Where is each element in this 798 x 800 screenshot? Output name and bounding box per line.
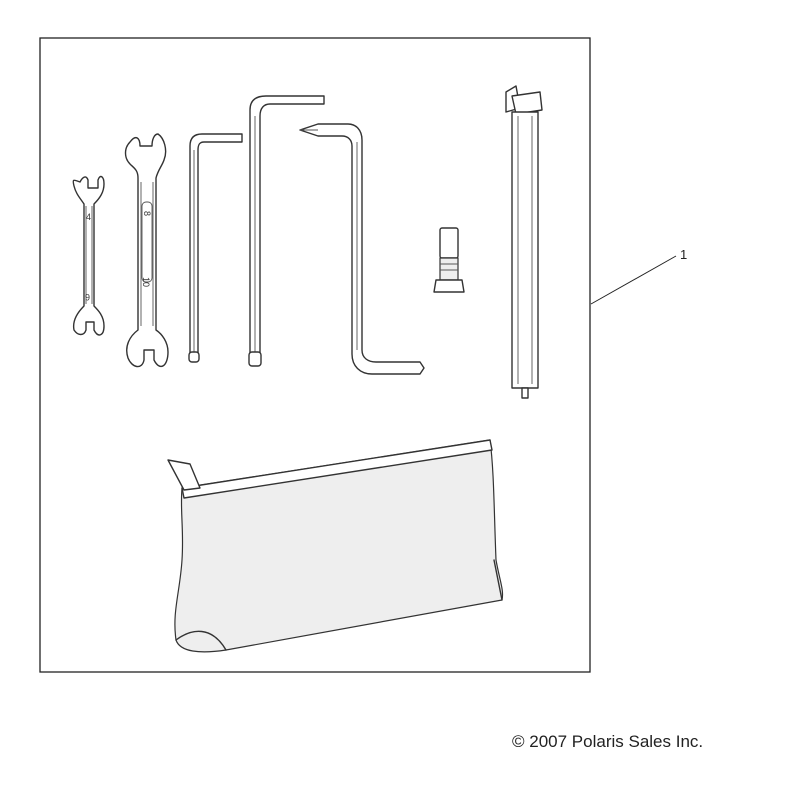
extension-handle (505, 85, 543, 399)
screwdriver-offset-key (299, 123, 425, 375)
hex-key-large (248, 95, 325, 367)
assembly-frame (39, 37, 591, 673)
tool-pouch (167, 439, 504, 653)
bit-adapter (433, 227, 465, 293)
wrench-small-size-bottom: 6 (85, 292, 90, 302)
wrench-large-size-top: 8 (142, 211, 152, 216)
wrench-large-size-bottom: 10 (141, 277, 151, 287)
copyright-notice: © 2007 Polaris Sales Inc. (512, 732, 704, 751)
wrench-small: 4 6 (72, 175, 105, 336)
wrench-large: 8 10 (124, 133, 169, 368)
callout-leader-line (590, 255, 677, 305)
wrench-small-size-top: 4 (86, 212, 91, 222)
hex-key-small (188, 133, 243, 363)
callout-label: 1 (680, 247, 687, 262)
